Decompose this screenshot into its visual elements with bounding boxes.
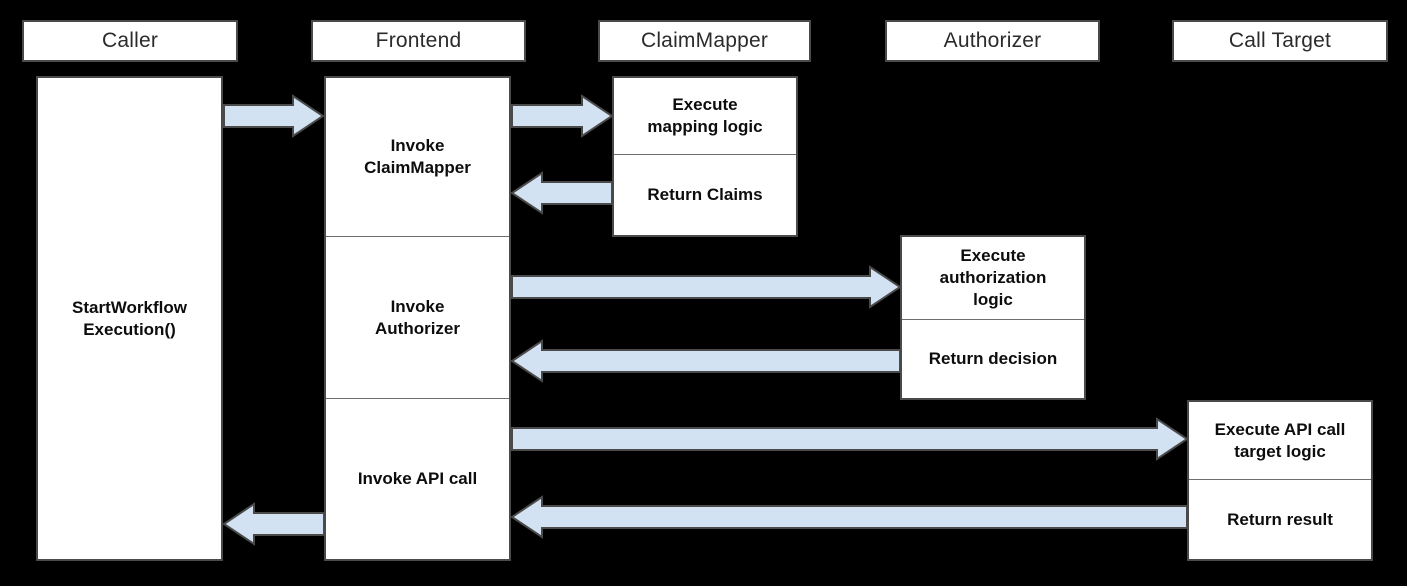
activation-segment-invoke-claimmapper: Invoke ClaimMapper (326, 78, 509, 237)
activation-segment-start-workflow: StartWorkflow Execution() (38, 78, 221, 559)
participant-header-claimmapper[interactable]: ClaimMapper (598, 20, 811, 62)
claimmapper-return-claims-label: Return Claims (647, 185, 763, 205)
participant-label-frontend: Frontend (375, 29, 462, 52)
activation-segment-execute-authorization-logic: Execute authorization logic (902, 237, 1084, 320)
activation-segment-return-result: Return result (1189, 480, 1371, 559)
activation-segment-execute-api-call-target-logic: Execute API call target logic (1189, 402, 1371, 480)
participant-header-authorizer[interactable]: Authorizer (885, 20, 1100, 62)
authorizer-execute-line2: authorization (939, 268, 1047, 288)
participant-label-calltarget: Call Target (1228, 29, 1332, 52)
frontend-invoke-api-call-label: Invoke API call (357, 469, 478, 489)
activation-caller[interactable]: StartWorkflow Execution() (36, 76, 223, 561)
calltarget-execute-line2: target logic (1234, 441, 1326, 461)
participant-header-caller[interactable]: Caller (22, 20, 238, 62)
arrow-right-icon (511, 265, 902, 309)
frontend-invoke-authorizer-line1: Invoke (390, 296, 445, 316)
message-arrow-calltarget-to-frontend[interactable] (510, 495, 1188, 539)
claimmapper-execute-line1: Execute (672, 95, 738, 115)
arrow-left-icon (510, 495, 1188, 539)
message-arrow-claimmapper-to-frontend[interactable] (510, 171, 613, 215)
activation-segment-invoke-api-call: Invoke API call (326, 399, 509, 559)
authorizer-return-decision-label: Return decision (928, 349, 1058, 369)
arrow-right-icon (223, 94, 325, 138)
activation-segment-return-claims: Return Claims (614, 155, 796, 235)
calltarget-return-result-label: Return result (1227, 509, 1333, 529)
frontend-invoke-authorizer-line2: Authorizer (375, 318, 460, 338)
arrow-right-icon (511, 417, 1189, 461)
message-arrow-frontend-to-caller[interactable] (222, 502, 325, 546)
activation-claimmapper[interactable]: Execute mapping logic Return Claims (612, 76, 798, 237)
activation-calltarget[interactable]: Execute API call target logic Return res… (1187, 400, 1373, 561)
arrow-left-icon (222, 502, 325, 546)
participant-label-claimmapper: ClaimMapper (640, 29, 769, 52)
claimmapper-execute-line2: mapping logic (647, 117, 763, 136)
message-arrow-authorizer-to-frontend[interactable] (510, 339, 901, 383)
participant-label-authorizer: Authorizer (943, 29, 1042, 52)
participant-label-caller: Caller (101, 29, 159, 52)
participant-header-frontend[interactable]: Frontend (311, 20, 526, 62)
authorizer-execute-line1: Execute (960, 246, 1026, 266)
message-arrow-caller-to-frontend[interactable] (223, 94, 325, 138)
frontend-invoke-claimmapper-line1: Invoke (390, 136, 445, 156)
message-arrow-frontend-to-calltarget[interactable] (511, 417, 1189, 461)
activation-frontend[interactable]: Invoke ClaimMapper Invoke Authorizer Inv… (324, 76, 511, 561)
authorizer-execute-line3: logic (973, 289, 1013, 309)
frontend-invoke-claimmapper-line2: ClaimMapper (364, 158, 471, 177)
arrow-right-icon (511, 94, 614, 138)
activation-segment-execute-mapping-logic: Execute mapping logic (614, 78, 796, 155)
message-arrow-frontend-to-authorizer[interactable] (511, 265, 902, 309)
message-arrow-frontend-to-claimmapper[interactable] (511, 94, 614, 138)
caller-label-line1: StartWorkflow (72, 297, 187, 317)
caller-label-line2: Execution() (83, 319, 176, 339)
arrow-left-icon (510, 339, 901, 383)
activation-segment-invoke-authorizer: Invoke Authorizer (326, 237, 509, 399)
activation-authorizer[interactable]: Execute authorization logic Return decis… (900, 235, 1086, 400)
calltarget-execute-line1: Execute API call (1214, 419, 1346, 439)
activation-segment-return-decision: Return decision (902, 320, 1084, 398)
arrow-left-icon (510, 171, 613, 215)
participant-header-calltarget[interactable]: Call Target (1172, 20, 1388, 62)
